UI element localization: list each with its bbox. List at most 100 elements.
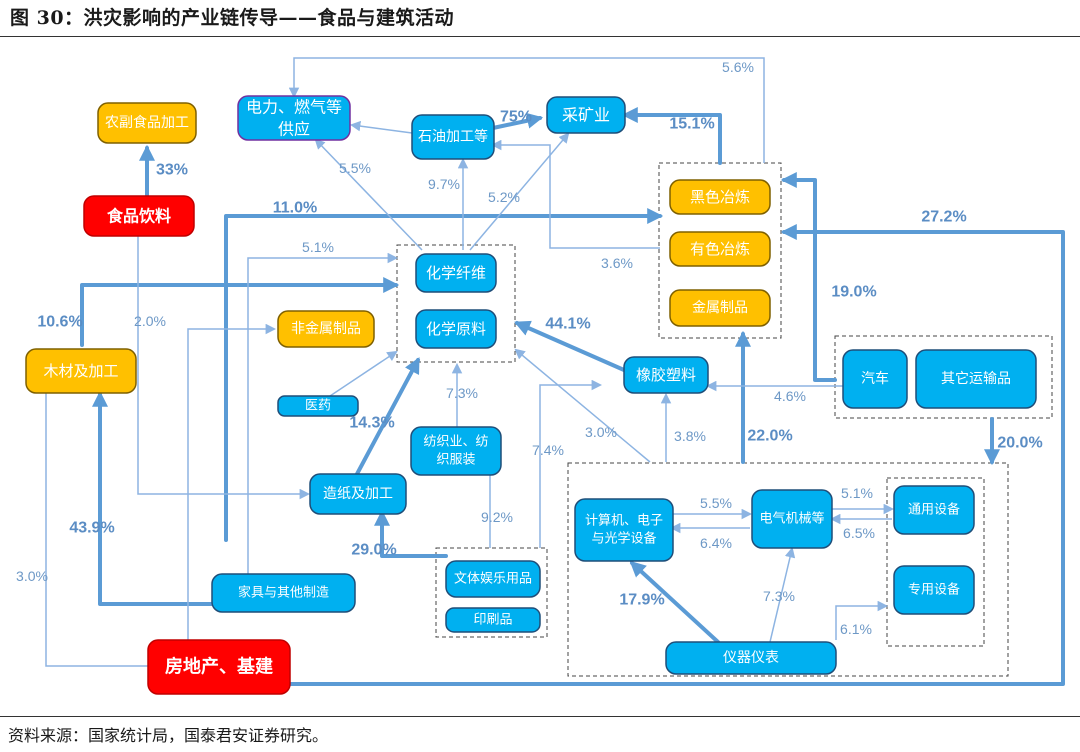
culture-group-box bbox=[435, 547, 548, 638]
edge-chem-to-power bbox=[314, 138, 423, 251]
edge-instrument-to-special bbox=[835, 600, 889, 640]
edge-paper-to-chem bbox=[355, 357, 420, 476]
node-label: 通用设备 bbox=[908, 502, 960, 518]
edge-label: 3.6% bbox=[601, 255, 633, 271]
node-box bbox=[25, 348, 137, 394]
edge-petro-to-power bbox=[349, 120, 413, 134]
edge-food-to-paper bbox=[137, 235, 311, 500]
edge-label: 44.1% bbox=[545, 316, 590, 333]
node-label: 仪器仪表 bbox=[723, 650, 779, 666]
node-box bbox=[842, 349, 908, 409]
edge-metals-to-petro bbox=[490, 139, 660, 249]
node-box bbox=[893, 565, 975, 615]
source-note: 资料来源：国家统计局，国泰君安证券研究。 bbox=[8, 726, 329, 745]
node-auto: 汽车 bbox=[842, 349, 908, 409]
edge-label: 75% bbox=[500, 109, 532, 126]
node-general-equip: 通用设备 bbox=[893, 485, 975, 535]
node-metal-products: 金属制品 bbox=[669, 289, 771, 327]
edge-label: 14.3% bbox=[349, 415, 394, 432]
node-box bbox=[445, 607, 541, 633]
node-other-transport: 其它运输品 bbox=[915, 349, 1037, 409]
edge-label: 7.3% bbox=[446, 385, 478, 401]
edge-transport-to-metals bbox=[780, 172, 837, 382]
edge-label: 9.7% bbox=[428, 176, 460, 192]
edge-label: 5.1% bbox=[302, 239, 334, 255]
node-box bbox=[237, 95, 351, 141]
node-box bbox=[415, 253, 497, 293]
edge-label: 19.0% bbox=[831, 284, 876, 301]
edge-petro-to-mining bbox=[491, 112, 544, 130]
edge-realestate-to-nonmetal bbox=[187, 323, 277, 640]
node-label: 织服装 bbox=[436, 452, 475, 467]
node-box bbox=[277, 395, 359, 417]
edge-label: 4.6% bbox=[774, 388, 806, 404]
node-box bbox=[574, 498, 674, 562]
node-box bbox=[665, 641, 837, 675]
edge-furniture-to-wood bbox=[92, 390, 214, 606]
edge-label: 10.6% bbox=[37, 314, 82, 331]
edge-label: 15.1% bbox=[669, 116, 714, 133]
edge-label: 11.0% bbox=[273, 200, 317, 217]
node-electrical: 电气机械等 bbox=[751, 489, 833, 549]
edge-label: 29.0% bbox=[351, 542, 396, 559]
edge-label: 6.1% bbox=[840, 621, 872, 637]
node-pharma: 医药 bbox=[277, 395, 359, 417]
figure-title: 图 30：洪灾影响的产业链传导——食品与建筑活动 bbox=[10, 7, 455, 29]
node-furniture: 家具与其他制造 bbox=[211, 573, 356, 613]
edge-machinery-to-chem bbox=[514, 348, 651, 463]
node-label: 食品饮料 bbox=[106, 207, 171, 226]
node-box bbox=[893, 485, 975, 535]
edge-label: 5.1% bbox=[841, 485, 873, 501]
node-nonmetal: 非金属制品 bbox=[277, 310, 375, 348]
node-box bbox=[83, 195, 195, 237]
edge-chem-to-mining bbox=[469, 132, 570, 251]
edge-label: 17.9% bbox=[619, 592, 664, 609]
node-box bbox=[669, 231, 771, 267]
chem-group-box bbox=[396, 244, 516, 363]
node-agri-food: 农副食品加工 bbox=[97, 102, 197, 144]
edge-culture-to-paper bbox=[374, 509, 448, 558]
edge-label: 3.8% bbox=[674, 428, 706, 444]
edge-pharma-to-chem bbox=[329, 350, 398, 397]
node-box bbox=[277, 310, 375, 348]
node-label: 其它运输品 bbox=[941, 370, 1011, 387]
node-special-equip: 专用设备 bbox=[893, 565, 975, 615]
node-label: 专用设备 bbox=[908, 582, 960, 598]
node-label: 金属制品 bbox=[692, 300, 748, 316]
metals-group-box bbox=[658, 162, 782, 339]
node-label: 化学纤维 bbox=[426, 264, 486, 282]
edge-label: 7.3% bbox=[763, 588, 795, 604]
edge-label: 6.5% bbox=[843, 525, 875, 541]
node-box bbox=[415, 309, 497, 349]
node-box bbox=[915, 349, 1037, 409]
node-box bbox=[147, 639, 291, 695]
edge-label: 5.5% bbox=[700, 495, 732, 511]
node-label: 供应 bbox=[278, 119, 310, 138]
node-box bbox=[309, 473, 407, 515]
edge-instrument-to-electrical bbox=[769, 546, 796, 643]
node-label: 有色冶炼 bbox=[690, 240, 750, 258]
edge-label: 7.4% bbox=[532, 442, 564, 458]
edge-label: 9.2% bbox=[481, 509, 513, 525]
edge-label: 22.0% bbox=[747, 428, 792, 445]
node-label: 与光学设备 bbox=[591, 530, 656, 546]
node-label: 医药 bbox=[305, 399, 331, 414]
edge-realestate-to-metals bbox=[288, 224, 1065, 686]
edge-rubber-to-chem bbox=[514, 320, 626, 372]
node-box bbox=[410, 426, 502, 476]
node-label: 印刷品 bbox=[473, 613, 512, 628]
node-printing: 印刷品 bbox=[445, 607, 541, 633]
edge-label: 27.2% bbox=[921, 209, 966, 226]
node-chem-raw: 化学原料 bbox=[415, 309, 497, 349]
edge-label: 33% bbox=[156, 162, 188, 179]
node-box bbox=[546, 96, 626, 134]
bottom-rule bbox=[0, 716, 1080, 717]
node-label: 文体娱乐用品 bbox=[454, 572, 532, 587]
edge-metals-to-power bbox=[288, 57, 765, 163]
node-label: 黑色冶炼 bbox=[690, 188, 750, 206]
node-food-bev: 食品饮料 bbox=[83, 195, 195, 237]
node-box bbox=[669, 179, 771, 215]
